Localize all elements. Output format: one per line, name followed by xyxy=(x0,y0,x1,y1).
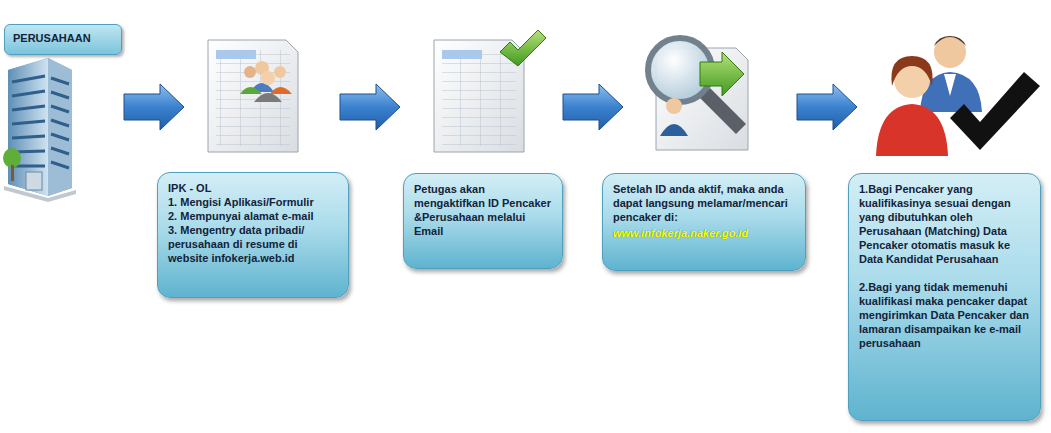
process-box: IPK - OL1. Mengisi Aplikasi/Formulir2. M… xyxy=(157,172,349,298)
process-box: Setelah ID anda aktif, maka anda dapat l… xyxy=(602,173,806,271)
box-text: IPK - OL xyxy=(168,181,338,195)
box-text: Petugas akan mengaktifkan ID Pencaker &P… xyxy=(414,182,552,238)
form-icon xyxy=(208,40,298,152)
box-text: 2.Bagi yang tidak memenuhi kualifikasi m… xyxy=(859,280,1030,350)
box-text: Setelah ID anda aktif, maka anda dapat l… xyxy=(613,182,795,224)
box-text: 1. Mengisi Aplikasi/Formulir xyxy=(168,195,338,209)
process-box: Petugas akan mengaktifkan ID Pencaker &P… xyxy=(403,173,563,269)
activation-icon xyxy=(434,30,546,152)
actor-label: PERUSAHAAN xyxy=(4,24,122,55)
match-icon xyxy=(876,36,1040,156)
box-text: www.infokerja.naker.go.id xyxy=(613,226,795,240)
box-text: PERUSAHAAN xyxy=(13,31,113,45)
result-box: 1.Bagi Pencaker yang kualifikasinya sesu… xyxy=(848,173,1041,421)
search-icon xyxy=(648,38,748,150)
box-text: 2. Mempunyai alamat e-mail xyxy=(168,209,338,223)
box-text: 1.Bagi Pencaker yang kualifikasinya sesu… xyxy=(859,182,1030,266)
building-icon xyxy=(3,58,76,202)
box-text: 3. Mengentry data pribadi/ perusahaan di… xyxy=(168,223,338,265)
